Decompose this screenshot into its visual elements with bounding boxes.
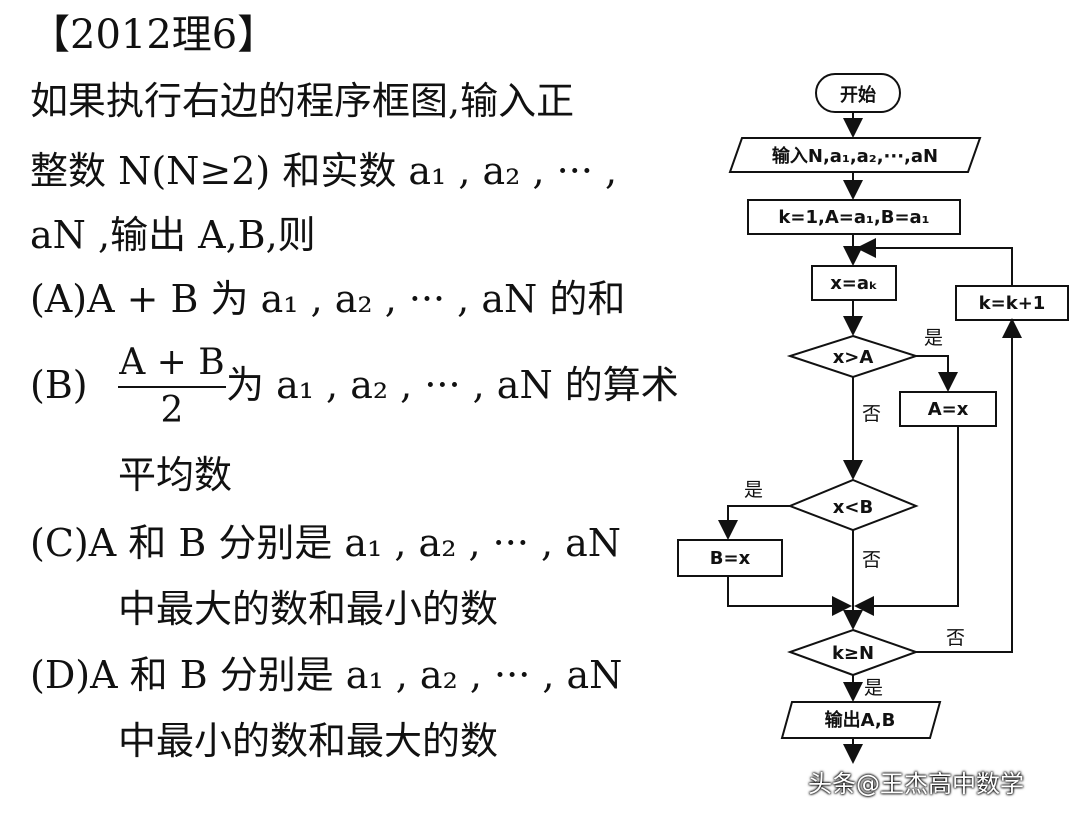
fraction-bar [118,386,226,388]
cond1-no-label: 否 [862,403,881,425]
option-a: (A)A + B 为 a₁ , a₂ , ··· , aN 的和 [30,277,626,321]
set-a-box [899,391,997,427]
arrow-seta-merge [854,426,959,616]
arrow-cond2-yes [718,505,790,540]
cond1-label: x>A [833,347,874,368]
arrow-setb-merge [727,576,852,616]
option-b-text: 为 a₁ , a₂ , ··· , aN 的算术 [226,363,679,407]
assign-label: x=aₖ [830,273,878,294]
option-b-numerator: A + B [119,342,225,383]
option-b-continuation: 平均数 [118,453,233,497]
cond1-yes-label: 是 [924,327,943,349]
input-label: 输入N,a₁,a₂,···,aN [772,145,938,167]
question-stem-line-1: 如果执行右边的程序框图,输入正 [30,79,575,123]
arrow-increment-loop [856,238,1013,286]
cond3-yes-label: 是 [864,677,883,699]
start-label: 开始 [840,84,876,106]
problem-title: 【2012理6】 [30,12,278,58]
cond2-label: x<B [833,497,873,518]
output-parallelogram [780,701,942,739]
cond2-no-label: 否 [862,549,881,571]
cond2-yes-label: 是 [744,479,763,501]
input-parallelogram [728,137,982,173]
option-d: (D)A 和 B 分别是 a₁ , a₂ , ··· , aN [30,653,623,697]
option-b-denominator: 2 [160,390,184,431]
init-label: k=1,A=a₁,B=a₁ [778,207,929,228]
set-b-label: B=x [710,548,751,569]
start-terminal [815,73,901,113]
set-b-box [677,539,783,577]
increment-label: k=k+1 [979,293,1046,314]
option-b-label: (B) [30,363,88,407]
output-label: 输出A,B [825,709,896,731]
arrow-cond1-yes [916,355,958,392]
question-stem-line-3: aN ,输出 A,B,则 [30,213,316,257]
option-c: (C)A 和 B 分别是 a₁ , a₂ , ··· , aN [30,521,622,565]
option-c-continuation: 中最大的数和最小的数 [118,587,499,631]
cond3-no-label: 否 [946,627,965,649]
option-b-fraction: A + B 2 [118,342,226,432]
arrow-cond3-no [916,318,1022,653]
watermark: 头条@王杰高中数学 [808,770,1024,798]
option-d-continuation: 中最小的数和最大的数 [118,719,499,763]
cond3-label: k≥N [832,643,874,664]
question-stem-line-2: 整数 N(N≥2) 和实数 a₁ , a₂ , ··· , [30,149,618,193]
set-a-label: A=x [928,399,969,420]
